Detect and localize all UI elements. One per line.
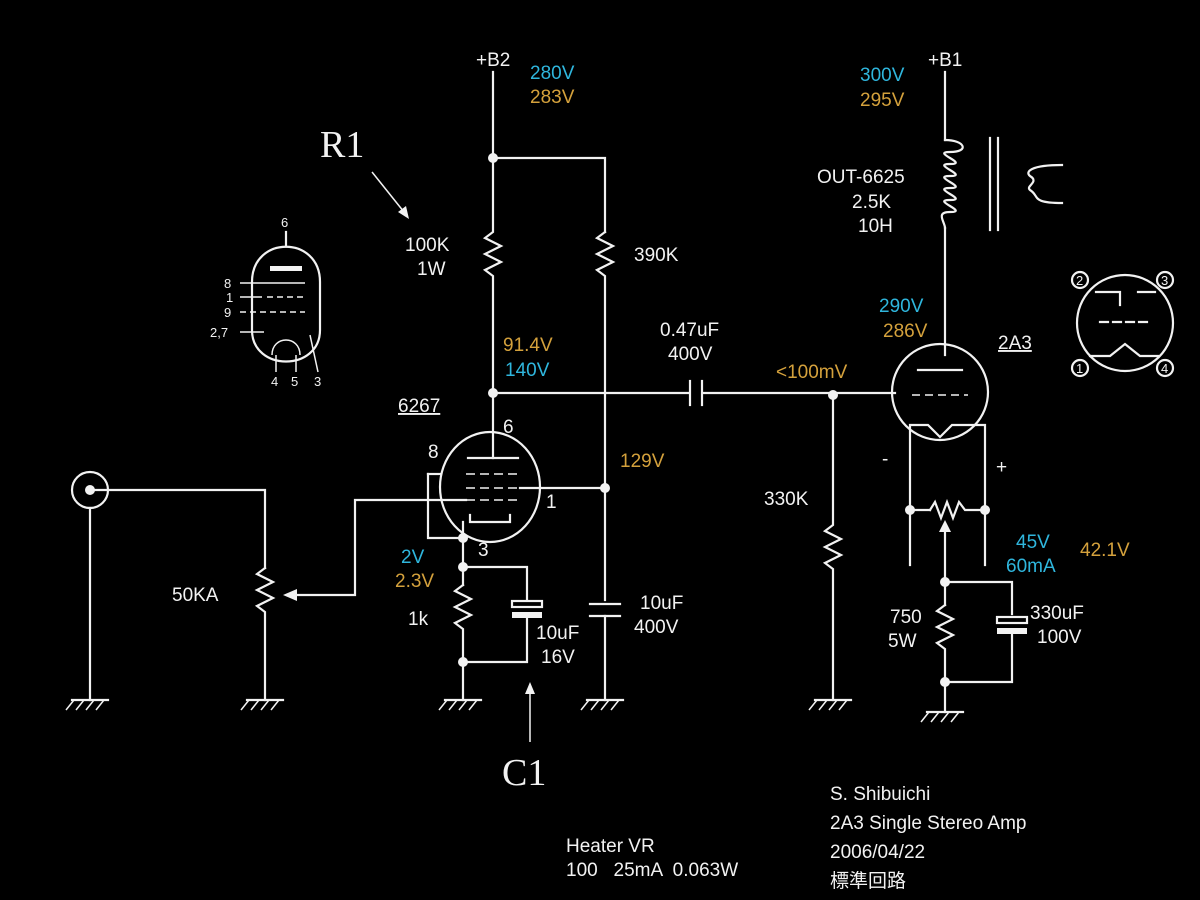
cathode2-voltage-2: 42.1V <box>1080 540 1130 561</box>
b2-label: +B2 <box>476 50 510 71</box>
b2-voltage-1: 280V <box>530 63 575 84</box>
grid-resistor-value: 330K <box>764 489 809 510</box>
output-transformer <box>940 136 1064 357</box>
hum-balance-pot <box>905 498 990 607</box>
cathode-voltage-1: 2V <box>401 547 425 568</box>
footer-date: 2006/04/22 <box>830 842 925 863</box>
pinout-pin-9: 9 <box>224 305 231 320</box>
tube-2a3-symbol <box>890 342 990 567</box>
cathode-resistor-value: 1k <box>408 609 429 630</box>
tube-6267-pin-grid: 1 <box>546 492 557 513</box>
pot-value: 50KA <box>172 585 219 606</box>
tube-6267-pin-screen: 8 <box>428 442 439 463</box>
heater-values: 100 25mA 0.063W <box>566 860 738 881</box>
tube-6267-pin-cathode: 3 <box>478 540 489 561</box>
cathode-circuit-2a3 <box>934 577 1029 714</box>
footer-note: 標準回路 <box>830 870 906 892</box>
r1-arrow <box>371 171 409 219</box>
cathode-cap-voltage: 16V <box>541 647 575 668</box>
screen-voltage: 129V <box>620 451 665 472</box>
b1-voltage-2: 295V <box>860 90 905 111</box>
transformer-model: OUT-6625 <box>817 167 905 188</box>
screen-cap-voltage: 400V <box>634 617 679 638</box>
tube-6267-symbol <box>426 391 610 587</box>
cathode-cap-value: 10uF <box>536 623 579 644</box>
pinout-pin-1: 1 <box>226 290 233 305</box>
pinout-pin-6: 6 <box>281 215 288 230</box>
grid-input-wire <box>283 498 468 601</box>
cathode2-cap-voltage: 100V <box>1037 627 1082 648</box>
tube-6267-pinout <box>240 230 322 373</box>
plate-resistor-100k <box>482 156 504 395</box>
plate2-voltage-2: 286V <box>883 321 928 342</box>
c1-arrow <box>525 682 535 742</box>
cathode-circuit-6267 <box>452 562 544 702</box>
plate-node-wire <box>488 379 897 407</box>
plate-resistor-value: 100K <box>405 235 450 256</box>
pinout-pin-27: 2,7 <box>210 325 228 340</box>
c1-callout: C1 <box>502 752 546 794</box>
hum-plus-label: + <box>996 457 1007 478</box>
pinout-pin-4: 4 <box>271 374 278 389</box>
signal-level: <100mV <box>776 362 848 383</box>
footer-title: 2A3 Single Stereo Amp <box>830 813 1026 834</box>
tube-6267-pin-plate: 6 <box>503 417 514 438</box>
pinout-pin-3: 3 <box>314 374 321 389</box>
pinout-pin-5: 5 <box>291 374 298 389</box>
b1-voltage-1: 300V <box>860 65 905 86</box>
transformer-inductance: 10H <box>858 216 893 237</box>
tube-6267-label: 6267 <box>398 396 440 417</box>
plate-resistor-watt: 1W <box>417 259 446 280</box>
coupling-cap-value: 0.47uF <box>660 320 719 341</box>
cathode-voltage-2: 2.3V <box>395 571 434 592</box>
ground-symbols <box>65 698 965 723</box>
tube-2a3-base-pinout <box>1070 270 1175 378</box>
cathode2-current: 60mA <box>1006 556 1056 577</box>
b1-label: +B1 <box>928 50 962 71</box>
footer-author: S. Shibuichi <box>830 784 930 805</box>
cathode2-cap-value: 330uF <box>1030 603 1084 624</box>
base-pin-3: 3 <box>1161 273 1168 288</box>
screen-resistor-390k <box>594 230 616 602</box>
screen-cap-value: 10uF <box>640 593 683 614</box>
b2-voltage-2: 283V <box>530 87 575 108</box>
input-jack <box>70 470 267 702</box>
heater-label: Heater VR <box>566 836 655 857</box>
plate-voltage-2: 140V <box>505 360 550 381</box>
transformer-impedance: 2.5K <box>852 192 891 213</box>
hum-minus-label: - <box>882 449 888 470</box>
coupling-cap-voltage: 400V <box>668 344 713 365</box>
base-pin-4: 4 <box>1161 361 1168 376</box>
cathode2-resistor-watt: 5W <box>888 631 917 652</box>
grid-resistor-330k <box>822 393 844 702</box>
volume-pot-50ka <box>254 566 276 702</box>
base-pin-2: 2 <box>1076 273 1083 288</box>
plate2-voltage-1: 290V <box>879 296 924 317</box>
screen-bypass-cap <box>588 602 622 702</box>
plate-voltage-1: 91.4V <box>503 335 553 356</box>
r1-callout: R1 <box>320 124 364 166</box>
cathode2-resistor-value: 750 <box>890 607 922 628</box>
base-pin-1: 1 <box>1076 361 1083 376</box>
pinout-pin-8: 8 <box>224 276 231 291</box>
cathode2-voltage-1: 45V <box>1016 532 1050 553</box>
screen-resistor-value: 390K <box>634 245 679 266</box>
tube-2a3-label: 2A3 <box>998 333 1032 354</box>
